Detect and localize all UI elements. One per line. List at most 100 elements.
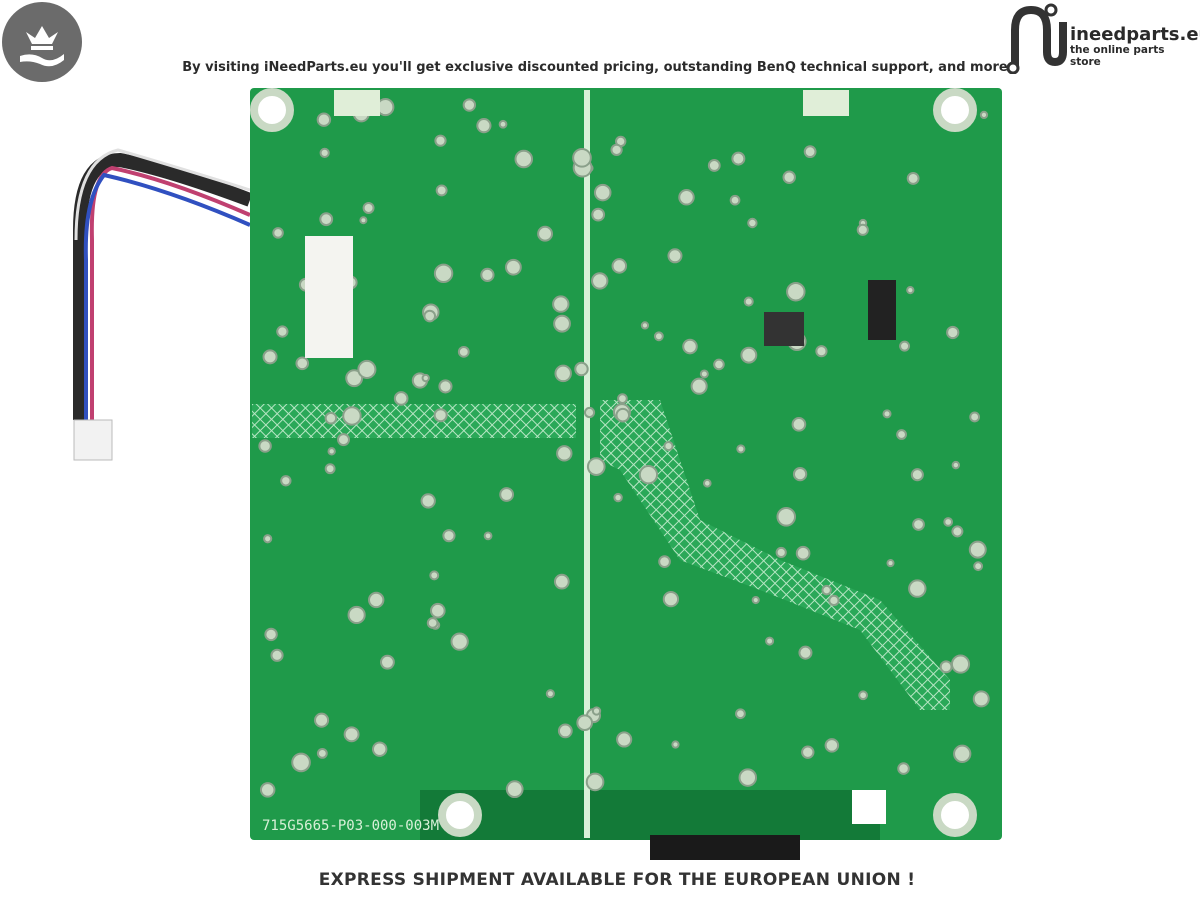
solder-pad: [480, 267, 495, 283]
solder-pad: [791, 417, 807, 432]
solder-pad: [433, 263, 454, 284]
board-part-number: 715G5665-P03-000-003M: [262, 818, 440, 834]
solder-pad: [258, 439, 272, 453]
solder-pad: [537, 225, 554, 242]
solder-pad: [747, 217, 758, 229]
solder-pad: [610, 143, 623, 157]
solder-pad: [821, 584, 832, 596]
mounting-hole: [933, 793, 977, 837]
solder-pad: [483, 531, 493, 541]
logo-mark-icon: [1006, 3, 1067, 75]
solder-pad: [591, 207, 606, 222]
solder-pad: [735, 708, 746, 720]
solder-pad: [765, 636, 775, 646]
solder-pad: [554, 364, 572, 383]
logo-tagline: the online parts store: [1070, 44, 1165, 68]
solder-pad: [593, 183, 612, 202]
solder-pad: [314, 712, 330, 728]
solder-pad: [553, 573, 570, 590]
promo-text: By visiting iNeedParts.eu you'll get exc…: [182, 60, 1008, 75]
solder-pad: [270, 648, 284, 662]
mounting-hole: [250, 88, 294, 132]
solder-pad: [951, 460, 961, 470]
solder-pad: [896, 429, 907, 440]
solder-pad: [950, 654, 971, 674]
solder-pad: [505, 258, 522, 276]
solder-pad: [828, 594, 840, 607]
solder-pad: [801, 745, 815, 759]
solder-pad: [699, 369, 709, 379]
store-logo[interactable]: ineedparts.eu the online parts store: [1003, 2, 1200, 75]
solder-pad: [421, 373, 430, 383]
solder-pad: [713, 358, 725, 371]
solder-pad: [572, 147, 592, 168]
mounting-hole: [933, 88, 977, 132]
solder-pad: [690, 377, 708, 395]
solder-pad: [943, 517, 954, 527]
solder-pad: [653, 331, 664, 342]
solder-pad: [379, 654, 395, 670]
solder-pad: [658, 555, 671, 568]
solder-pad: [291, 752, 311, 773]
solder-pad: [798, 645, 813, 660]
solder-pad: [729, 194, 741, 206]
solder-pad: [324, 463, 336, 475]
solder-pad: [393, 391, 409, 406]
solder-pad: [743, 296, 754, 307]
solder-pad: [319, 212, 334, 227]
solder-pad: [897, 762, 910, 775]
solder-pad: [740, 346, 758, 364]
solder-pad: [969, 411, 981, 423]
solder-pad: [615, 407, 631, 423]
mounting-hole: [438, 793, 482, 837]
solder-pad: [910, 468, 924, 482]
solder-pad: [342, 406, 362, 426]
solder-pad: [433, 408, 448, 423]
solder-pad: [906, 285, 915, 295]
solder-pad: [803, 145, 817, 159]
solder-pad: [457, 345, 470, 358]
logo-name: ineedparts.eu: [1070, 24, 1200, 45]
solder-pad: [276, 325, 289, 338]
solder-pad: [499, 487, 515, 502]
solder-pad: [263, 534, 273, 544]
solder-pad: [316, 112, 332, 127]
connector: [650, 835, 800, 860]
solder-pad: [557, 723, 573, 739]
wire-harness: [73, 148, 253, 461]
solder-pad: [667, 248, 683, 264]
crown-hand-icon: [20, 26, 64, 67]
solder-pad: [295, 356, 310, 371]
solder-pad: [420, 493, 436, 509]
solder-pad: [617, 393, 628, 404]
solder-pad: [576, 714, 594, 732]
solder-pad: [899, 340, 911, 352]
solder-pad: [357, 359, 377, 379]
solder-pad: [882, 409, 892, 419]
solder-pad: [371, 741, 388, 757]
solder-pad: [671, 740, 680, 749]
solder-pad: [462, 98, 477, 112]
solder-pad: [613, 492, 623, 503]
solder-pad: [442, 529, 456, 543]
solder-pad: [324, 411, 338, 425]
solder-pad: [498, 119, 508, 129]
solder-pad: [611, 258, 628, 274]
solder-pad: [591, 706, 602, 716]
solder-pad: [663, 441, 674, 452]
solder-pad: [953, 744, 972, 763]
shipping-banner: EXPRESS SHIPMENT AVAILABLE FOR THE EUROP…: [318, 870, 916, 890]
solder-pad: [476, 118, 492, 134]
solder-pad: [775, 546, 787, 559]
solder-pad: [979, 110, 989, 120]
solder-pad: [638, 465, 659, 485]
solder-pad: [327, 447, 336, 456]
solder-pad: [591, 272, 609, 290]
solder-pad: [908, 579, 927, 598]
solder-pad: [951, 525, 964, 538]
solder-pad: [702, 478, 712, 488]
solder-pad: [368, 591, 385, 609]
solder-pad: [545, 689, 555, 699]
solder-pad: [505, 780, 524, 799]
solder-pad: [858, 690, 869, 701]
